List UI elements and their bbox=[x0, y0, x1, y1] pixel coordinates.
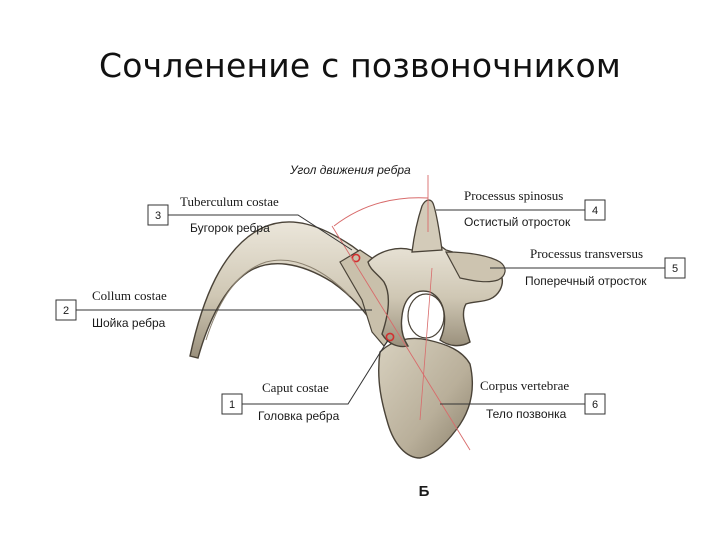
callout-latin: Processus transversus bbox=[530, 246, 643, 261]
callout-latin: Tuberculum costae bbox=[180, 194, 279, 209]
callout-number: 5 bbox=[672, 263, 678, 275]
callout-latin: Processus spinosus bbox=[464, 188, 563, 203]
callout-number: 6 bbox=[592, 399, 598, 411]
callout-russian: Остистый отросток bbox=[464, 215, 571, 229]
figure-letter: Б bbox=[419, 483, 430, 500]
callout-number: 3 bbox=[155, 210, 161, 222]
vertebral-body bbox=[379, 339, 473, 459]
callout-latin: Collum costae bbox=[92, 288, 167, 303]
callout-transversus: 5 Processus transversus Поперечный отрос… bbox=[490, 246, 685, 288]
callout-number: 2 bbox=[63, 305, 69, 317]
callout-russian: Тело позвонка bbox=[486, 407, 567, 421]
vertebral-foramen bbox=[408, 294, 444, 338]
callout-russian: Головка ребра bbox=[258, 409, 340, 423]
angle-arc bbox=[334, 198, 428, 226]
callout-latin: Corpus vertebrae bbox=[480, 378, 569, 393]
angle-of-motion-label: Угол движения ребра bbox=[289, 163, 411, 177]
callout-russian: Поперечный отросток bbox=[525, 274, 647, 288]
callout-russian: Бугорок ребра bbox=[190, 221, 270, 235]
callout-spinosus: 4 Processus spinosus Остистый отросток bbox=[436, 188, 605, 229]
spinous-process bbox=[412, 200, 442, 252]
callout-latin: Caput costae bbox=[262, 380, 329, 395]
callout-caput: 1 Caput costae Головка ребра bbox=[222, 340, 388, 423]
callout-russian: Шойка ребра bbox=[92, 316, 166, 330]
callout-number: 1 bbox=[229, 399, 235, 411]
callout-number: 4 bbox=[592, 205, 598, 217]
